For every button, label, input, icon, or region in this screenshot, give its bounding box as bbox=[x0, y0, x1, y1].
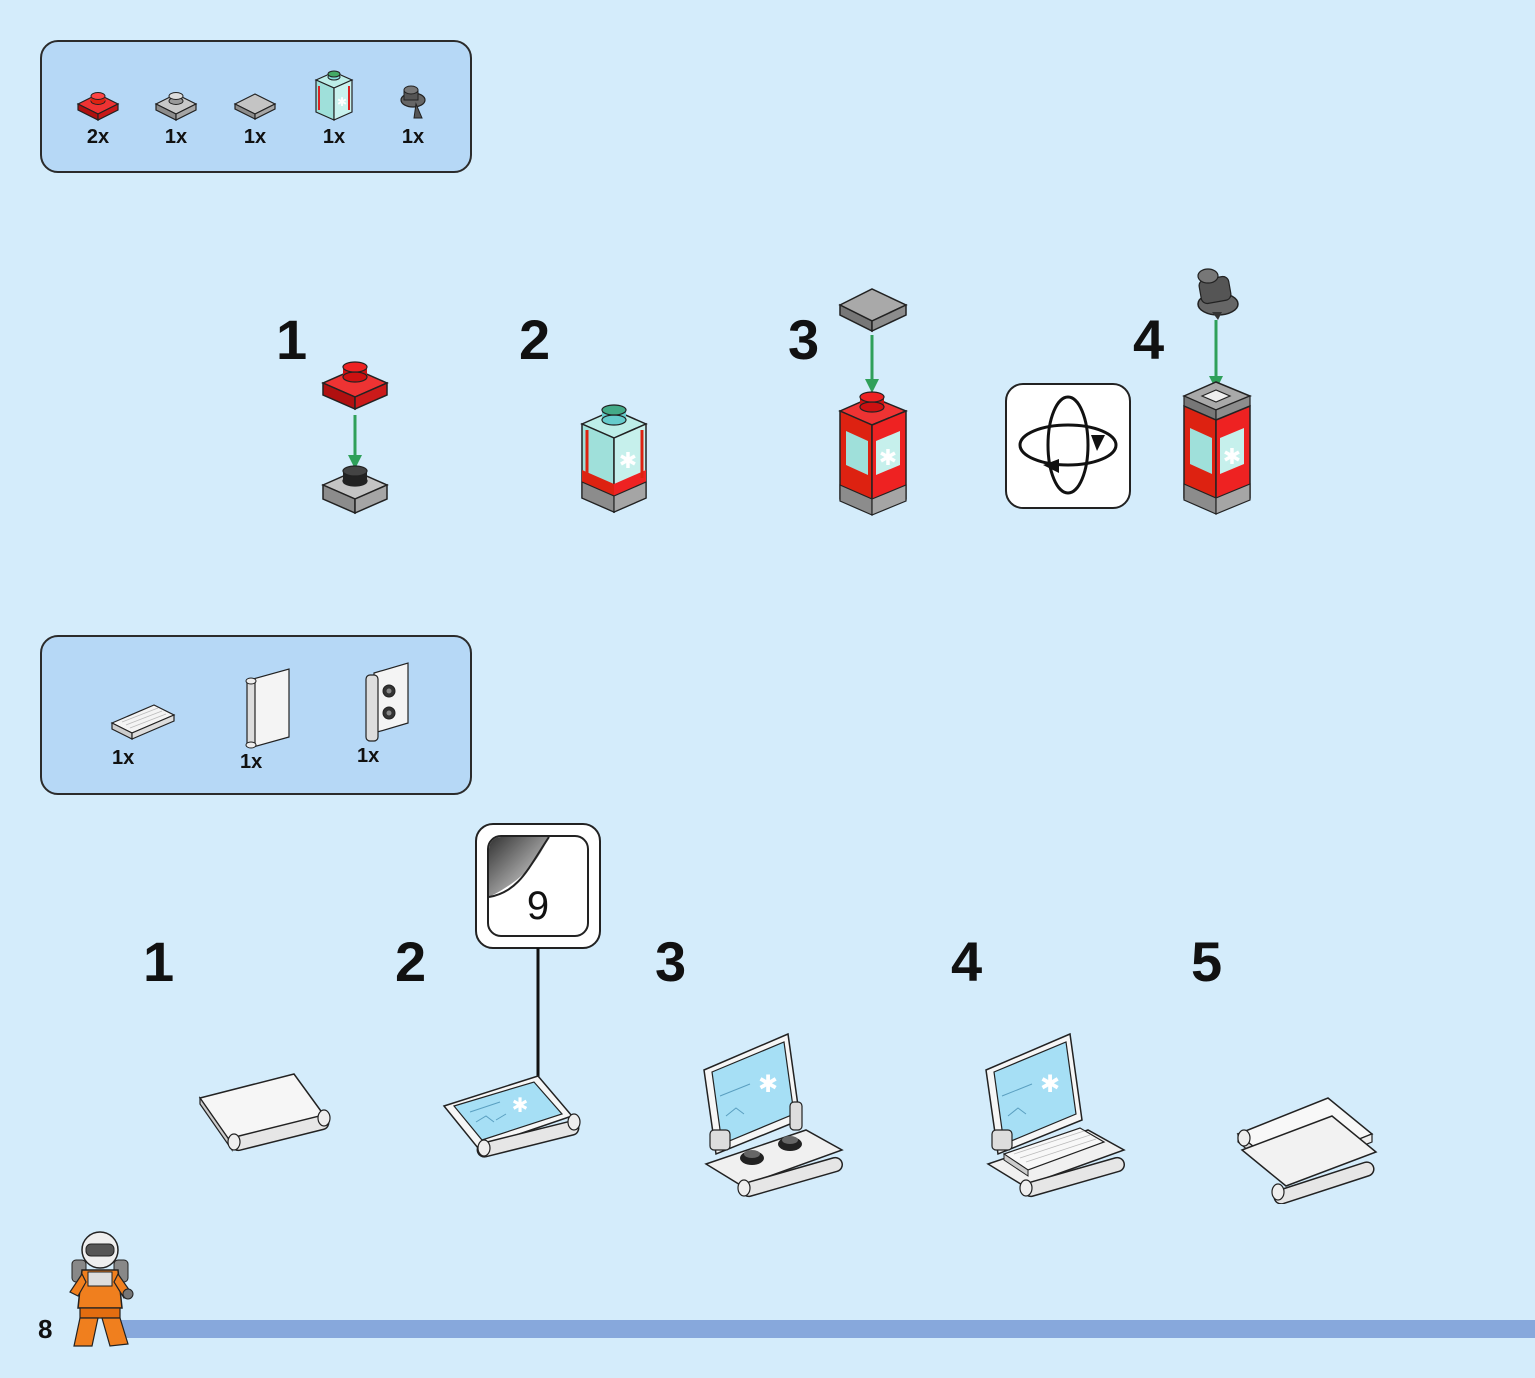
white-hinge-brick-icon bbox=[365, 662, 409, 742]
sticker-number: 9 bbox=[526, 884, 550, 928]
step-number: 5 bbox=[1191, 930, 1223, 993]
part-qty: 1x bbox=[401, 126, 425, 148]
footer-bar bbox=[120, 1320, 1535, 1338]
page-number: 8 bbox=[38, 1314, 53, 1344]
part-grey-plate: 1x bbox=[141, 84, 211, 149]
part-hinge-brick: 1x bbox=[349, 661, 423, 768]
part-qty: 1x bbox=[164, 126, 188, 148]
build2-step-4-illustration: ✱ bbox=[985, 1032, 1126, 1198]
sticker-callout: 9 bbox=[475, 823, 601, 949]
svg-text:✱: ✱ bbox=[1040, 1070, 1060, 1098]
part-qty: 1x bbox=[112, 747, 135, 769]
build2-step-1-illustration bbox=[198, 1073, 331, 1152]
parts-list-2: 1x 1x 1x bbox=[40, 635, 472, 795]
trans-brick-printed-icon: ✱ bbox=[314, 70, 354, 121]
dark-grey-cone-icon bbox=[400, 85, 426, 119]
svg-text:✱: ✱ bbox=[512, 1093, 529, 1117]
step-3-illustration: ✱ bbox=[838, 288, 908, 516]
svg-text:✱: ✱ bbox=[758, 1070, 778, 1098]
part-red-plate: 2x bbox=[63, 84, 133, 149]
part-qty: 2x bbox=[86, 126, 110, 148]
step-number: 2 bbox=[519, 308, 551, 371]
part-panel-hinge: 1x bbox=[232, 667, 306, 774]
svg-text:✱: ✱ bbox=[1223, 445, 1241, 470]
build2-step-3-illustration: ✱ bbox=[703, 1032, 844, 1198]
parts-list-1: 2x 1x 1x ✱ 1x bbox=[40, 40, 472, 173]
red-plate-1x1-icon bbox=[76, 92, 120, 121]
part-keyboard-tile: 1x bbox=[106, 699, 180, 770]
part-trans-brick: ✱ 1x bbox=[299, 66, 369, 149]
white-panel-with-hinge-icon bbox=[245, 668, 290, 749]
svg-text:✱: ✱ bbox=[879, 446, 897, 471]
sticker-peel-icon bbox=[489, 837, 550, 898]
grey-tile-1x1-icon bbox=[233, 93, 277, 120]
rotate-callout bbox=[1005, 383, 1131, 509]
astronaut-minifig-icon bbox=[69, 1231, 134, 1347]
step-4-illustration: ✱ bbox=[1182, 268, 1252, 515]
build2-step-2-illustration: ✱ bbox=[442, 1075, 581, 1158]
step-number: 4 bbox=[1133, 308, 1165, 371]
part-grey-tile: 1x bbox=[220, 84, 290, 149]
part-qty: 1x bbox=[322, 126, 346, 148]
step-number: 3 bbox=[655, 930, 687, 993]
part-qty: 1x bbox=[357, 745, 380, 767]
build2-step-5-illustration bbox=[1236, 1097, 1378, 1204]
svg-text:✱: ✱ bbox=[337, 95, 347, 109]
step-number: 4 bbox=[951, 930, 983, 993]
step-number: 1 bbox=[143, 930, 175, 993]
step-number: 2 bbox=[395, 930, 427, 993]
rotate-model-icon bbox=[1018, 395, 1118, 495]
step-number: 3 bbox=[788, 308, 820, 371]
white-keyboard-tile-icon bbox=[110, 704, 176, 740]
part-qty: 1x bbox=[243, 126, 267, 148]
grey-plate-1x1-icon bbox=[154, 92, 198, 121]
part-dark-grey-cone: 1x bbox=[378, 82, 448, 149]
part-qty: 1x bbox=[240, 751, 263, 773]
step-1-illustration bbox=[321, 361, 389, 515]
svg-text:✱: ✱ bbox=[619, 449, 637, 474]
step-2-illustration: ✱ bbox=[580, 404, 648, 514]
sticker-inner: 9 bbox=[487, 835, 589, 937]
step-number: 1 bbox=[276, 308, 308, 371]
